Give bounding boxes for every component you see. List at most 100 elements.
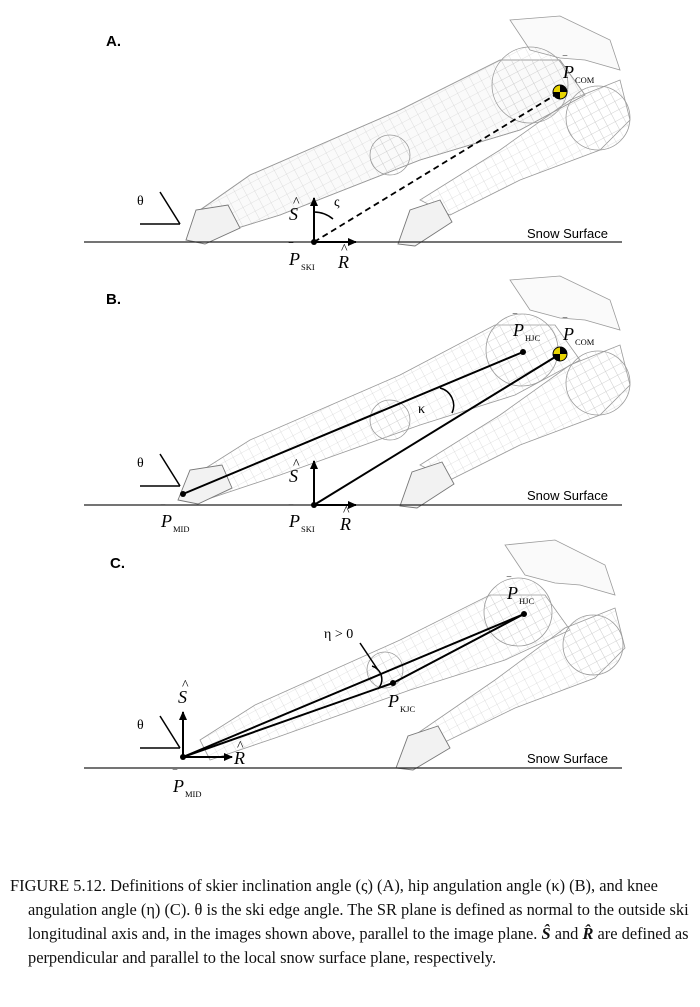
panel-a-r-hat: ^ [341, 242, 348, 257]
panel-b-theta-arm-line [159, 453, 181, 487]
svg-text:SKI: SKI [301, 262, 315, 272]
svg-text:P: P [506, 583, 518, 603]
svg-text:P: P [160, 511, 172, 531]
svg-text:MID: MID [185, 789, 202, 799]
panel-b-theta-symbol: θ [137, 453, 181, 487]
panel-c-outside-knee-mesh [562, 614, 624, 676]
svg-text:‾: ‾ [172, 768, 178, 782]
panel-a-s-hat: ^ [293, 195, 300, 210]
panel-b-s-hat: ^ [293, 457, 300, 472]
panel-c-r-axis-label: R [233, 748, 245, 768]
panel-c-hip-mesh [483, 577, 553, 647]
svg-text:‾: ‾ [288, 241, 294, 255]
panel-b-p-hjc-label: P ‾ HJC [512, 312, 540, 343]
panel-b-p-mid-label: P ‾ MID [160, 503, 190, 534]
panel-b-mid-to-hjc-line [182, 351, 524, 495]
caption-s-hat: Ŝ [541, 924, 551, 944]
svg-text:P: P [387, 691, 399, 711]
panel-b-outside-boot [399, 461, 455, 509]
panel-b-letter: B. [106, 291, 121, 308]
panel-c-mid-to-hjc-line [182, 613, 525, 758]
panel-a-letter: A. [106, 33, 121, 50]
panel-b-hjc-point [520, 349, 526, 355]
figure-diagram: A. Snow Surface θ S ^ R ^ [84, 15, 631, 799]
panel-b-ski-to-com-line [313, 353, 561, 506]
panel-a-p-com-label: P ‾ COM [562, 54, 595, 85]
panel-b-r-hat: ^ [343, 504, 350, 519]
panel-c-knee-angulation-arc [371, 665, 383, 690]
svg-text:P: P [288, 249, 300, 269]
panel-b-theta-label: θ [137, 456, 144, 471]
svg-text:‾: ‾ [387, 683, 393, 697]
svg-text:‾: ‾ [506, 575, 512, 589]
panel-b-p-ski-label: P ‾ SKI [288, 503, 315, 534]
panel-a-outside-knee-mesh [565, 85, 631, 151]
panel-c-s-hat: ^ [182, 678, 189, 693]
svg-text:P: P [172, 776, 184, 796]
panel-b-s-axis-label: S [289, 466, 298, 486]
panel-a-s-axis-label: S [289, 204, 298, 224]
svg-text:‾: ‾ [562, 54, 568, 68]
svg-text:‾: ‾ [512, 312, 518, 326]
panel-a-r-axis-label: R [337, 252, 349, 272]
panel-c-mid-to-kjc-line [182, 682, 394, 758]
svg-text:HJC: HJC [519, 596, 534, 606]
svg-text:‾: ‾ [562, 316, 568, 330]
panel-c-kjc-to-hjc-line [392, 613, 525, 684]
panel-c-p-kjc-label: P ‾ KJC [387, 683, 415, 714]
panel-b-skier-mesh [177, 275, 631, 509]
panel-a-theta-arm-line [159, 191, 181, 225]
panel-c-knee-angulation-leader [359, 642, 379, 671]
svg-text:P: P [288, 511, 300, 531]
panel-a-inclination-label: ς [334, 195, 340, 210]
panel-c-r-hat: ^ [237, 739, 244, 754]
panel-b-mid-point [180, 491, 186, 497]
svg-text:SKI: SKI [301, 524, 315, 534]
panel-b-outside-knee-mesh [565, 350, 631, 416]
panel-c-knee-mesh [366, 651, 404, 689]
panel-c-kjc-point [390, 680, 396, 686]
panel-b-knee-mesh [369, 399, 411, 441]
caption-r-hat: R̂ [582, 924, 594, 944]
svg-text:P: P [512, 320, 524, 340]
panel-a-inclination-line [313, 91, 561, 243]
panel-b-ski-point [311, 502, 317, 508]
panel-b: B. Snow Surface θ S ^ R ^ [84, 275, 631, 534]
svg-text:‾: ‾ [288, 503, 294, 517]
panel-a-inside-boot [185, 204, 241, 245]
panel-c-torso-mesh [504, 539, 616, 596]
panel-c-theta-label: θ [137, 718, 144, 733]
svg-text:‾: ‾ [160, 503, 166, 517]
panel-a-snow-surface-label: Snow Surface [527, 226, 608, 241]
svg-text:HJC: HJC [525, 333, 540, 343]
panel-b-com-marker [552, 346, 568, 362]
svg-text:MID: MID [173, 524, 190, 534]
panel-a-ski-point [311, 239, 317, 245]
caption-prefix: FIGURE 5.12. Definitions of skier inclin… [10, 876, 689, 944]
panel-c-p-mid-label: P ‾ MID [172, 768, 202, 799]
panel-a-outside-boot [397, 199, 453, 247]
panel-c: C. Snow Surface θ S ^ R ^ η > 0 [84, 539, 626, 799]
panel-c-theta-arm-line [159, 715, 181, 749]
panel-c-snow-surface-label: Snow Surface [527, 751, 608, 766]
panel-c-skier-mesh [199, 539, 626, 771]
panel-a-skier-mesh [185, 15, 631, 247]
svg-text:P: P [562, 62, 574, 82]
svg-text:P: P [562, 324, 574, 344]
panel-c-knee-angulation-label: η > 0 [324, 627, 353, 642]
panel-c-outside-boot [395, 725, 451, 771]
panel-c-letter: C. [110, 555, 125, 572]
panel-c-mid-point [180, 754, 186, 760]
panel-c-p-hjc-label: P ‾ HJC [506, 575, 534, 606]
panel-a-p-ski-label: P ‾ SKI [288, 241, 315, 272]
panel-c-s-axis-label: S [178, 687, 187, 707]
panel-a-theta-symbol: θ [137, 191, 181, 225]
panel-a-theta-label: θ [137, 194, 144, 209]
caption-suffix: are defined as perpendicular and paralle… [28, 924, 689, 968]
figure-caption: FIGURE 5.12. Definitions of skier inclin… [10, 874, 696, 970]
panel-b-torso-mesh [509, 275, 621, 331]
panel-b-r-axis-label: R [339, 514, 351, 534]
svg-text:COM: COM [575, 75, 595, 85]
panel-b-snow-surface-label: Snow Surface [527, 488, 608, 503]
panel-a: A. Snow Surface θ S ^ R ^ [84, 15, 631, 272]
